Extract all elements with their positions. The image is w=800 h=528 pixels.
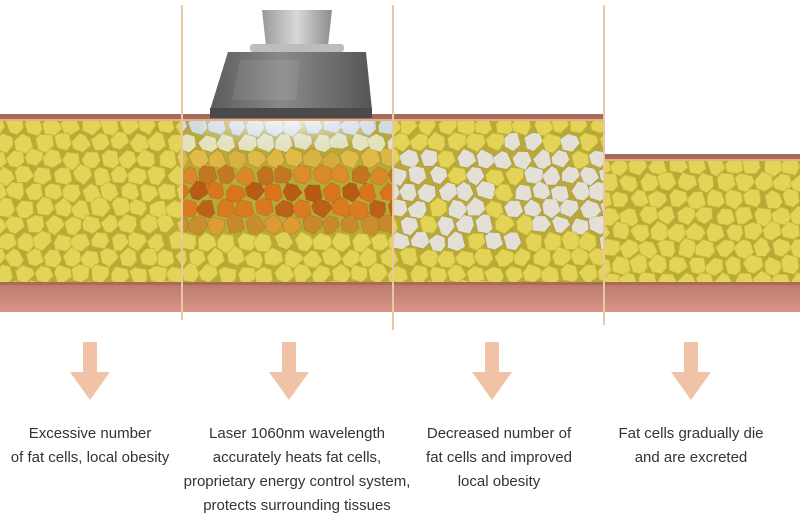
caption-line: proprietary energy control system, <box>183 473 411 490</box>
caption-excreted: Fat cells gradually die and are excreted <box>561 422 800 470</box>
caption-line: Laser 1060nm wavelength <box>209 425 385 442</box>
caption-line: and are excreted <box>634 449 748 466</box>
laser-applicator-icon <box>210 10 372 118</box>
down-arrow-icon <box>472 342 512 400</box>
down-arrow-icon <box>671 342 711 400</box>
panel-laser <box>183 114 393 312</box>
caption-line: local obesity <box>457 473 541 490</box>
panel-excreted <box>605 154 800 312</box>
panel-decreased <box>394 114 604 312</box>
caption-line: Fat cells gradually die <box>618 425 764 442</box>
caption-line: Decreased number of <box>426 425 572 442</box>
caption-line: accurately heats fat cells, <box>212 449 382 466</box>
caption-line: protects surrounding tissues <box>203 497 391 514</box>
down-arrow-icon <box>70 342 110 400</box>
caption-decreased: Decreased number of fat cells and improve… <box>369 422 629 494</box>
caption-line: Excessive number <box>28 425 152 442</box>
caption-laser: Laser 1060nm wavelength accurately heats … <box>167 422 427 518</box>
down-arrow-icon <box>269 342 309 400</box>
panel-excess <box>0 114 182 312</box>
caption-excess: Excessive number of fat cells, local obes… <box>0 422 220 470</box>
caption-line: of fat cells, local obesity <box>10 449 170 466</box>
caption-line: fat cells and improved <box>426 449 572 466</box>
